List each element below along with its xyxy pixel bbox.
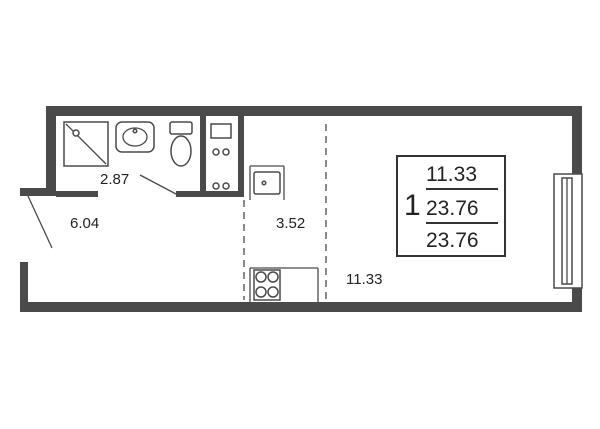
kitchen-sink	[253, 171, 281, 195]
living-area-label: 11.33	[346, 271, 383, 288]
bathroom-bottom-wall-left	[56, 191, 98, 197]
bathroom-sink	[115, 121, 155, 153]
left-upper-wall	[46, 106, 56, 196]
pipe-4	[222, 182, 230, 190]
bathroom-bottom-wall-right	[176, 191, 200, 197]
sink-bowl	[122, 127, 148, 147]
utility-shaft-box	[210, 123, 232, 139]
sink-tap	[132, 128, 138, 134]
shower-drain	[72, 129, 80, 137]
left-lower-wall	[20, 262, 28, 312]
bottom-outer-wall	[20, 302, 582, 312]
summary-total-area-with-balcony: 23.76	[426, 229, 479, 252]
right-outer-wall-upper	[572, 106, 582, 174]
toilet-tank	[169, 121, 193, 135]
stove-burner-2	[267, 271, 279, 283]
shower-diagonal	[65, 123, 107, 165]
pipe-2	[222, 148, 230, 156]
kitchen-tap	[261, 180, 267, 186]
kitchen-area-label: 3.52	[276, 215, 306, 232]
summary-divider-1	[426, 188, 498, 190]
stove-burner-3	[255, 286, 267, 298]
hallway-area-label: 6.04	[70, 215, 100, 232]
shaft-right-wall	[238, 116, 244, 197]
top-outer-wall	[46, 106, 582, 116]
summary-living-area: 11.33	[426, 163, 477, 186]
summary-divider-2	[426, 222, 498, 224]
shaft-bottom-wall	[206, 191, 238, 197]
stove-burner-1	[255, 271, 267, 283]
pipe-3	[212, 182, 220, 190]
entrance-wall-stub	[20, 188, 56, 196]
room-count: 1	[404, 189, 421, 222]
toilet-bowl	[170, 135, 192, 167]
entrance-door-swing	[27, 195, 53, 249]
pipe-1	[212, 148, 220, 156]
bathroom-right-wall	[200, 116, 206, 197]
area-summary-box: 1 11.33 23.76 23.76	[396, 155, 506, 257]
right-outer-wall-lower	[572, 288, 582, 312]
summary-total-area: 23.76	[426, 197, 479, 220]
stove-burner-4	[267, 286, 279, 298]
bathroom-area-label: 2.87	[100, 171, 130, 188]
bathroom-door-swing	[139, 174, 177, 195]
